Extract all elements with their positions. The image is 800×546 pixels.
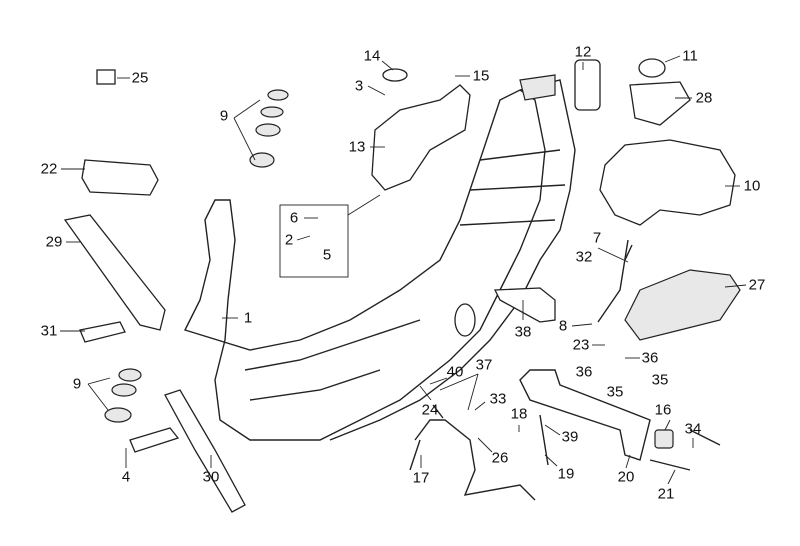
- fuel-tank: [599, 139, 736, 226]
- callout-29: 29: [45, 233, 63, 251]
- callout-9-top: 9: [219, 107, 229, 125]
- main-frame: [184, 74, 576, 441]
- callout-38: 38: [514, 323, 532, 341]
- callout-36-left: 36: [575, 363, 593, 381]
- callout-16: 16: [654, 401, 672, 419]
- callout-35-left: 35: [606, 383, 624, 401]
- callout-31: 31: [40, 322, 58, 340]
- callout-7: 7: [592, 229, 602, 247]
- callout-11: 11: [682, 47, 698, 65]
- center-stand: [409, 419, 536, 501]
- callout-6: 6: [289, 209, 299, 227]
- callout-28: 28: [695, 89, 713, 107]
- callout-15: 15: [472, 67, 490, 85]
- callout-25: 25: [131, 69, 149, 87]
- callout-37: 37: [475, 356, 493, 374]
- callout-24: 24: [421, 401, 439, 419]
- callout-13: 13: [348, 138, 366, 156]
- callout-23: 23: [572, 336, 590, 354]
- callout-33: 33: [489, 390, 507, 408]
- callout-17: 17: [412, 469, 430, 487]
- callout-12: 12: [574, 43, 592, 61]
- callout-39: 39: [561, 428, 579, 446]
- callout-20: 20: [617, 468, 635, 486]
- leader-lines: [60, 55, 747, 485]
- callout-9-bottom: 9: [72, 375, 82, 393]
- callout-34: 34: [684, 420, 702, 438]
- callout-21: 21: [657, 485, 675, 503]
- callout-4: 4: [121, 468, 131, 486]
- callout-2: 2: [284, 231, 294, 249]
- callout-26: 26: [491, 449, 509, 467]
- callout-36-right: 36: [641, 349, 659, 367]
- callout-30: 30: [202, 468, 220, 486]
- callout-8: 8: [558, 317, 568, 335]
- callout-14: 14: [363, 47, 381, 65]
- callout-5: 5: [322, 246, 332, 264]
- oil-tank: [371, 84, 471, 191]
- callout-40: 40: [446, 363, 464, 381]
- callout-32: 32: [575, 248, 593, 266]
- callout-27: 27: [748, 276, 766, 294]
- kick-lever: [519, 369, 651, 461]
- callout-19: 19: [557, 465, 575, 483]
- callout-35-right: 35: [651, 371, 669, 389]
- callout-18: 18: [510, 405, 528, 423]
- callout-22: 22: [40, 160, 58, 178]
- callout-3: 3: [354, 77, 364, 95]
- callout-1: 1: [243, 309, 253, 327]
- callout-10: 10: [743, 177, 761, 195]
